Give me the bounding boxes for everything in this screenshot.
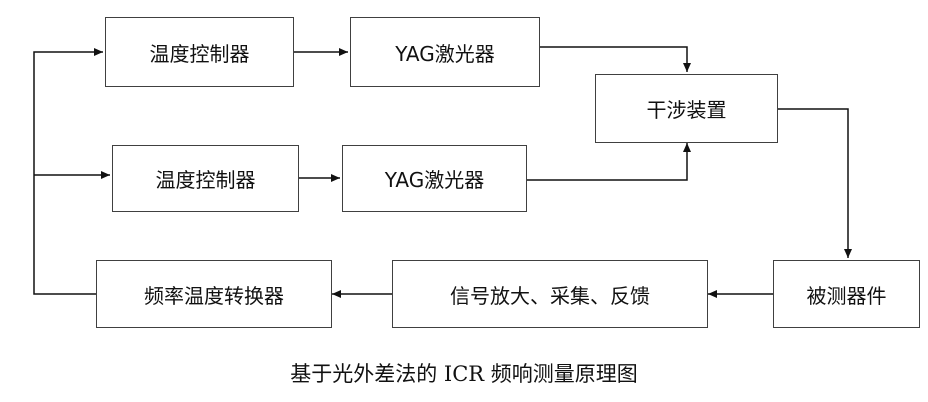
laser2-to-interference-arrow xyxy=(527,143,691,181)
device-under-test-box: 被测器件 xyxy=(773,260,920,328)
interference-to-dut-arrow xyxy=(778,108,852,258)
temp-controller-1-box: 温度控制器 xyxy=(105,17,294,87)
interference-device-label: 干涉装置 xyxy=(646,98,727,122)
yag-laser-1-box: YAG激光器 xyxy=(350,17,540,87)
laser1-to-interference-arrow xyxy=(540,46,691,72)
yag-laser-1-label: YAG激光器 xyxy=(395,41,495,66)
figure-caption: 基于光外差法的 ICR 频响测量原理图 xyxy=(290,362,638,386)
yag-laser-2-box: YAG激光器 xyxy=(342,145,527,212)
temp-controller-2-label: 温度控制器 xyxy=(155,168,256,192)
signal-processing-label: 信号放大、采集、反馈 xyxy=(450,283,650,308)
temp-controller-1-label: 温度控制器 xyxy=(149,41,250,66)
signal-processing-box: 信号放大、采集、反馈 xyxy=(392,260,708,328)
freq-temp-converter-box: 频率温度转换器 xyxy=(96,260,332,328)
interference-device-box: 干涉装置 xyxy=(595,74,778,143)
yag-laser-2-label: YAG激光器 xyxy=(384,168,485,192)
freq-temp-converter-label: 频率温度转换器 xyxy=(144,283,284,308)
device-under-test-label: 被测器件 xyxy=(806,283,887,308)
temp-controller-2-box: 温度控制器 xyxy=(112,145,299,212)
feedback-trunk-line xyxy=(33,48,103,295)
